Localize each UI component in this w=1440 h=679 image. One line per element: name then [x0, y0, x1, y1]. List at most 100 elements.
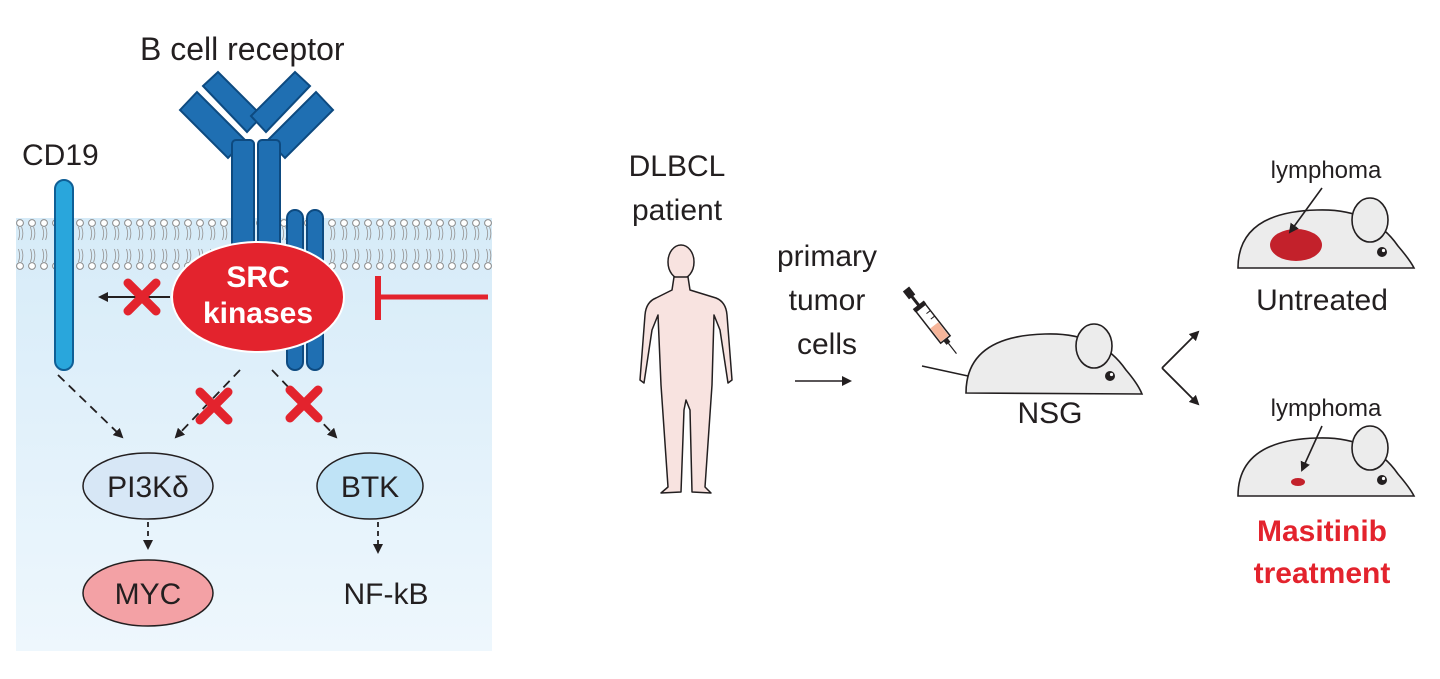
untreated-label: Untreated	[1256, 284, 1388, 317]
lipid-head	[88, 262, 96, 270]
treated-mouse	[1237, 425, 1416, 497]
lipid-tail	[213, 226, 216, 241]
lipid-tail	[93, 226, 96, 241]
lipid-tail	[333, 226, 336, 241]
lipid-head	[460, 262, 468, 270]
lipid-head	[448, 219, 456, 227]
lipid-tail	[153, 226, 156, 241]
lipid-tail	[33, 226, 36, 241]
lipid-tail	[101, 248, 105, 263]
lipid-tail	[461, 226, 465, 241]
nsg-mouse	[921, 323, 1144, 395]
lipid-tail	[425, 248, 429, 263]
lipid-tail	[281, 226, 285, 241]
lipid-tail	[209, 226, 213, 241]
lipid-tail	[189, 226, 192, 241]
lipid-tail	[17, 226, 21, 241]
lipid-tail	[405, 226, 408, 241]
lipid-head	[160, 219, 168, 227]
lipid-tail	[41, 226, 45, 241]
lipid-tail	[393, 226, 396, 241]
lipid-tail	[221, 226, 225, 241]
myc-label: MYC	[115, 578, 182, 611]
lipid-tail	[453, 248, 456, 263]
lipid-tail	[377, 226, 381, 241]
lipid-head	[76, 219, 84, 227]
lipid-tail	[429, 248, 432, 263]
lipid-tail	[141, 226, 144, 241]
lipid-tail	[77, 248, 81, 263]
treatment-label-line1: Masitinib	[1257, 515, 1387, 548]
lipid-tail	[165, 248, 168, 263]
lipid-tail	[465, 226, 468, 241]
block-x-btk	[285, 385, 323, 423]
btk-node	[316, 452, 424, 520]
lipid-tail	[149, 226, 153, 241]
lipid-tail	[41, 248, 45, 263]
lipid-tail	[17, 248, 21, 263]
block-x-pi3k	[195, 387, 233, 425]
lipid-tail	[165, 226, 168, 241]
lipid-head	[400, 262, 408, 270]
lipid-tail	[441, 248, 444, 263]
lipid-head	[100, 219, 108, 227]
lipid-tail	[117, 248, 120, 263]
lipid-tail	[461, 248, 465, 263]
lipid-tail	[149, 248, 153, 263]
lipid-tail	[485, 248, 489, 263]
lipid-head	[136, 262, 144, 270]
lipid-tail	[45, 248, 48, 263]
lipid-tail	[129, 226, 132, 241]
lymphoma-label-bottom: lymphoma	[1271, 395, 1382, 422]
lipid-head	[172, 262, 180, 270]
src-label-line1: SRC	[226, 261, 289, 294]
lipid-head	[124, 219, 132, 227]
lipid-head	[436, 219, 444, 227]
lipid-head	[460, 219, 468, 227]
lipid-head	[148, 262, 156, 270]
lipid-head	[148, 219, 156, 227]
lipid-head	[76, 262, 84, 270]
lipid-head	[388, 262, 396, 270]
lipid-tail	[341, 226, 345, 241]
lipid-head	[376, 262, 384, 270]
bcr-label: B cell receptor	[140, 31, 345, 67]
small-tumor	[1291, 478, 1305, 486]
lipid-head	[16, 219, 24, 227]
lipid-tail	[417, 248, 420, 263]
lipid-tail	[161, 226, 165, 241]
lipid-tail	[77, 226, 81, 241]
lipid-head	[352, 262, 360, 270]
lipid-tail	[185, 226, 189, 241]
cells-label-line2: tumor	[789, 284, 866, 317]
lipid-tail	[81, 248, 84, 263]
split-arrow-down	[1161, 367, 1200, 406]
lipid-tail	[161, 248, 165, 263]
lipid-tail	[449, 248, 453, 263]
lipid-tail	[345, 226, 348, 241]
lipid-tail	[185, 248, 189, 263]
lipid-tail	[177, 226, 180, 241]
lipid-tail	[173, 226, 177, 241]
lipid-tail	[189, 248, 192, 263]
lipid-tail	[413, 226, 417, 241]
lipid-tail	[429, 226, 432, 241]
lipid-tail	[417, 226, 420, 241]
lipid-tail	[401, 248, 405, 263]
lipid-tail	[477, 248, 480, 263]
lipid-tail	[377, 248, 381, 263]
right-panel-xenograft: DLBCL patient primary tumor cells	[629, 150, 1416, 590]
nfkb-label: NF-kB	[344, 578, 429, 611]
lipid-head	[412, 219, 420, 227]
lipid-head	[412, 262, 420, 270]
lipid-tail	[137, 248, 141, 263]
lipid-head	[472, 262, 480, 270]
lipid-head	[472, 219, 480, 227]
lipid-tail	[489, 248, 492, 263]
lipid-tail	[21, 248, 24, 263]
myc-node	[82, 559, 214, 627]
lipid-tail	[197, 226, 201, 241]
lipid-head	[28, 262, 36, 270]
lipid-tail	[425, 226, 429, 241]
